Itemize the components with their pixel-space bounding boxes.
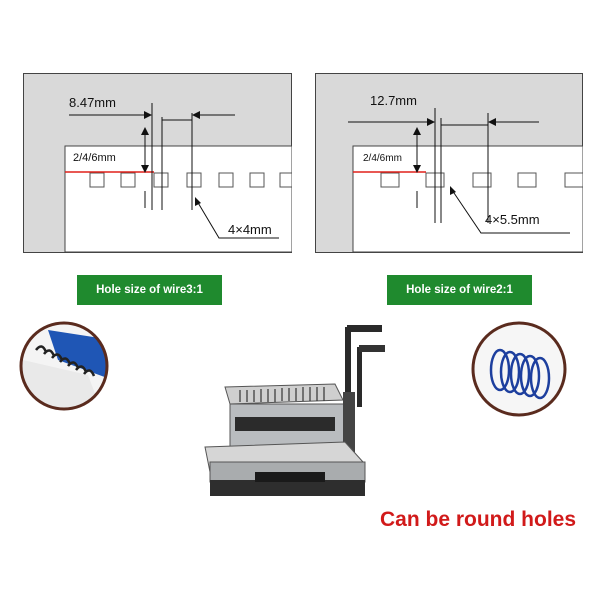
pitch-label: 8.47mm — [69, 95, 116, 110]
diagram-drawing — [315, 73, 583, 253]
hole-size-label: 4×4mm — [228, 222, 272, 237]
hole-size-label: 4×5.5mm — [485, 212, 540, 227]
margin-label: 2/4/6mm — [73, 152, 116, 164]
wire-2-1-hole-diagram: 12.7mm 2/4/6mm 4×5.5mm — [315, 73, 583, 253]
pitch-label: 12.7mm — [370, 93, 417, 108]
wire-3-1-hole-diagram: 8.47mm 2/4/6mm 4×4mm — [23, 73, 292, 253]
punched-holes — [89, 172, 292, 188]
hole-size-wire3-label: Hole size of wire3:1 — [77, 275, 222, 305]
diagram-drawing — [23, 73, 292, 253]
binding-closeup-photo — [18, 320, 110, 412]
punched-holes — [380, 172, 583, 188]
dimension-lines — [69, 103, 279, 239]
blue-wire-photo — [470, 320, 568, 418]
margin-label: 2/4/6mm — [363, 153, 402, 164]
dimension-lines — [348, 108, 570, 234]
hole-size-wire2-label: Hole size of wire2:1 — [387, 275, 532, 305]
round-holes-caption: Can be round holes — [380, 508, 577, 531]
binding-machine-photo — [185, 322, 389, 500]
